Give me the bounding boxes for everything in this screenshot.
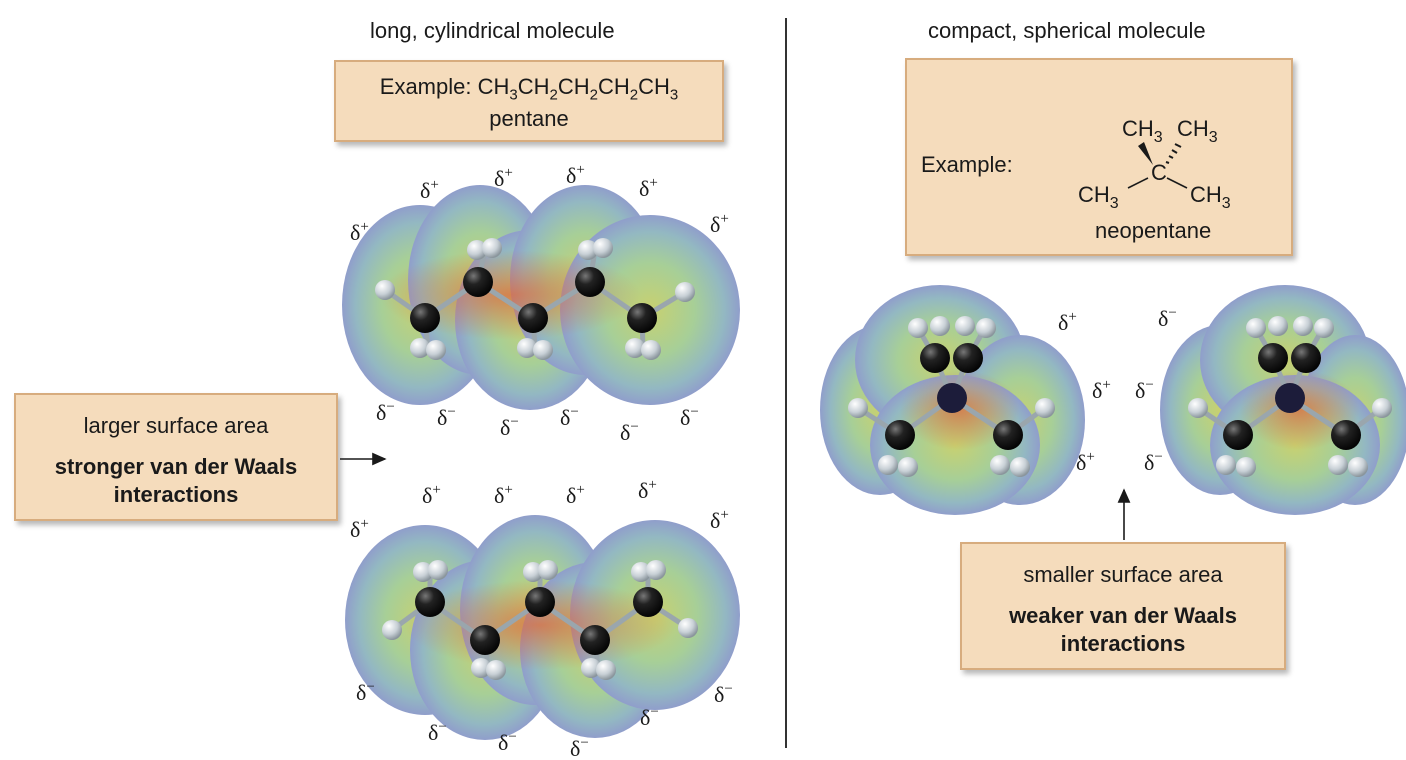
delta-minus-label: δ−: [570, 735, 589, 760]
right-note-bold-2: interactions: [1060, 631, 1186, 656]
delta-minus-label: δ−: [714, 681, 733, 707]
formula-group: CH: [477, 74, 510, 99]
delta-minus-label: δ−: [560, 404, 579, 430]
group-top-right: CH3: [1177, 116, 1218, 146]
hydrogen-atoms-neo-left: [848, 316, 1055, 477]
carbon-atoms-neo-right: [1223, 343, 1361, 450]
carbon-atoms-bottom: [415, 587, 663, 655]
delta-plus-label: δ+: [1092, 377, 1111, 403]
hydrogen-atoms-top: [375, 238, 695, 360]
formula-group: CH: [638, 74, 670, 99]
hash-bond: [1165, 143, 1182, 164]
pentane-formula-line: Example: CH3CH2CH2CH2CH3: [336, 74, 722, 103]
column-divider: [785, 18, 787, 748]
delta-plus-label: δ+: [422, 482, 441, 508]
delta-plus-label: δ+: [566, 482, 585, 508]
hydrogen-atoms-neo-right: [1188, 316, 1392, 477]
right-heading: compact, spherical molecule: [928, 18, 1206, 43]
formula-group: CH: [597, 74, 630, 99]
formula-group: CH: [517, 74, 550, 99]
delta-minus-label: δ−: [640, 704, 659, 730]
delta-plus-label: δ+: [639, 175, 658, 201]
delta-plus-label: δ+: [566, 162, 585, 188]
carbon-atoms-top: [410, 267, 657, 333]
bond-bottom-left: [1127, 177, 1149, 189]
delta-minus-label: δ−: [356, 679, 375, 705]
hydrogen-atoms-bottom: [382, 560, 698, 680]
delta-minus-label: δ−: [680, 404, 699, 430]
right-note-box: smaller surface area weaker van der Waal…: [960, 542, 1286, 670]
delta-plus-label: δ+: [638, 477, 657, 503]
group-top-left: CH3: [1122, 116, 1163, 146]
delta-plus-label: δ+: [494, 165, 513, 191]
delta-minus-label: δ−: [620, 419, 639, 445]
left-note-box: larger surface area stronger van der Waa…: [14, 393, 338, 521]
formula-group: CH: [557, 74, 590, 99]
delta-minus-label: δ−: [376, 399, 395, 425]
delta-plus-label: δ+: [350, 516, 369, 542]
formula-subscript: 2: [589, 86, 598, 104]
delta-plus-label: δ+: [710, 507, 729, 533]
group-bottom-left: CH3: [1078, 182, 1119, 212]
pentane-formula: CH3CH2CH2CH2CH3: [477, 74, 679, 103]
right-note-line: smaller surface area: [1023, 562, 1223, 587]
wedge-bond: [1138, 142, 1153, 165]
formula-subscript: 2: [549, 86, 558, 104]
neopentane-example-box: Example:: [905, 58, 1293, 256]
delta-plus-label: δ+: [710, 211, 729, 237]
example-prefix: Example:: [379, 74, 478, 99]
pentane-example-box: Example: CH3CH2CH2CH2CH3 pentane: [334, 60, 724, 142]
formula-subscript: 2: [629, 86, 639, 104]
delta-minus-label: δ−: [428, 719, 447, 745]
delta-minus-label: δ−: [437, 404, 456, 430]
left-heading: long, cylindrical molecule: [370, 18, 615, 43]
pentane-name: pentane: [489, 106, 569, 131]
delta-minus-label: δ−: [1144, 449, 1163, 475]
neopentane-name: neopentane: [1095, 218, 1211, 243]
delta-minus-label: δ−: [498, 729, 517, 755]
left-note-line: larger surface area: [83, 413, 269, 438]
bond-bottom-right: [1166, 177, 1188, 189]
carbon-atoms-neo-left: [885, 343, 1023, 450]
formula-subscript: 3: [669, 86, 679, 104]
pentane-molecule-top: [342, 185, 740, 410]
delta-plus-label: δ+: [1076, 449, 1095, 475]
neopentane-molecule-right: [1160, 285, 1406, 515]
formula-subscript: 3: [509, 86, 518, 104]
central-carbon: C: [1151, 160, 1167, 185]
delta-minus-label: δ−: [1158, 305, 1177, 331]
left-note-bold-2: interactions: [113, 482, 239, 507]
group-bottom-right: CH3: [1190, 182, 1231, 212]
neopentane-molecule-left: [820, 285, 1085, 515]
neopentane-example-prefix: Example:: [921, 152, 1013, 177]
right-note-bold-1: weaker van der Waals: [1009, 603, 1237, 628]
delta-plus-label: δ+: [494, 482, 513, 508]
left-note-bold-1: stronger van der Waals: [54, 454, 298, 479]
delta-plus-label: δ+: [1058, 309, 1077, 335]
neopentane-structure: CH3 CH3 C CH3 CH3 neopentane: [1078, 116, 1231, 243]
delta-minus-label: δ−: [1135, 377, 1154, 403]
pentane-molecule-bottom: [345, 515, 740, 740]
delta-minus-label: δ−: [500, 414, 519, 440]
delta-plus-label: δ+: [420, 177, 439, 203]
